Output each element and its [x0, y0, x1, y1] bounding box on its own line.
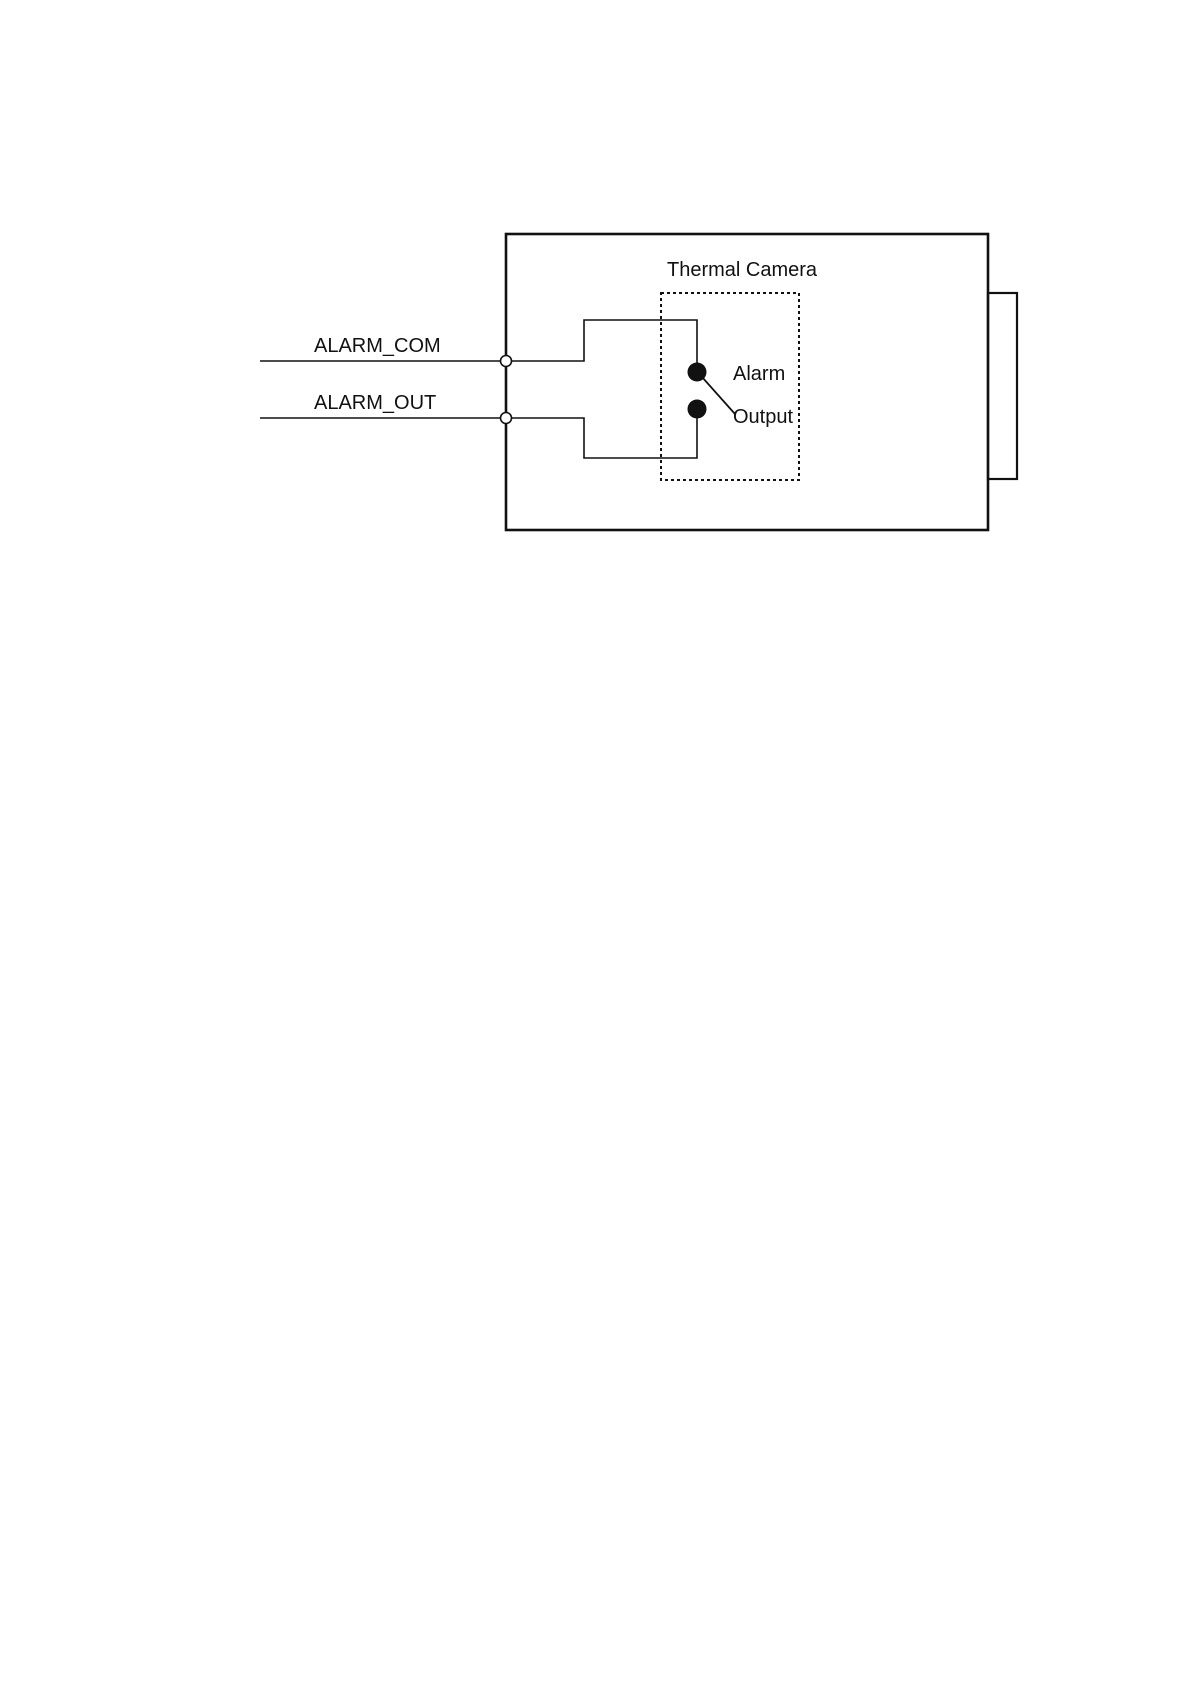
wire-alarm-com-internal: [511, 320, 697, 372]
relay-label-output: Output: [733, 406, 793, 428]
camera-lens-mount: [988, 293, 1017, 479]
terminal-com-icon: [501, 356, 512, 367]
alarm-out-label: ALARM_OUT: [314, 392, 436, 414]
terminal-out-icon: [501, 413, 512, 424]
relay-label-alarm: Alarm: [733, 363, 785, 385]
relay-switch-blade: [702, 377, 735, 414]
wire-alarm-out-internal: [511, 409, 697, 458]
relay-module-box: [661, 293, 799, 480]
device-title: Thermal Camera: [667, 259, 818, 281]
relay-contact-lower-icon: [688, 400, 707, 419]
alarm-com-label: ALARM_COM: [314, 335, 441, 357]
